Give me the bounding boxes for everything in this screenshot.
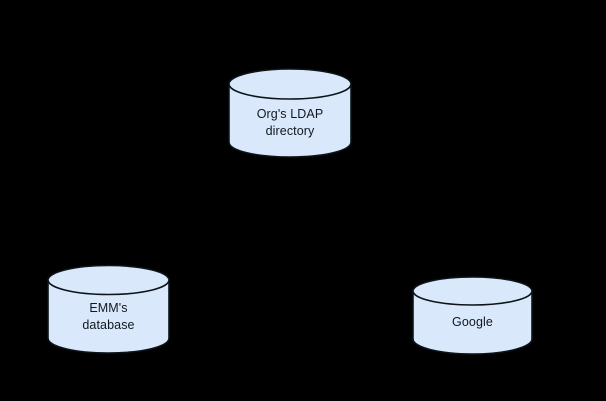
node-ldap-directory[interactable]: Org's LDAP directory — [228, 68, 352, 158]
database-cylinder-icon — [228, 68, 352, 158]
node-emm-database[interactable]: EMM's database — [47, 264, 170, 354]
database-cylinder-icon — [47, 264, 170, 354]
node-google[interactable]: Google — [412, 276, 533, 355]
database-cylinder-icon — [412, 276, 533, 355]
